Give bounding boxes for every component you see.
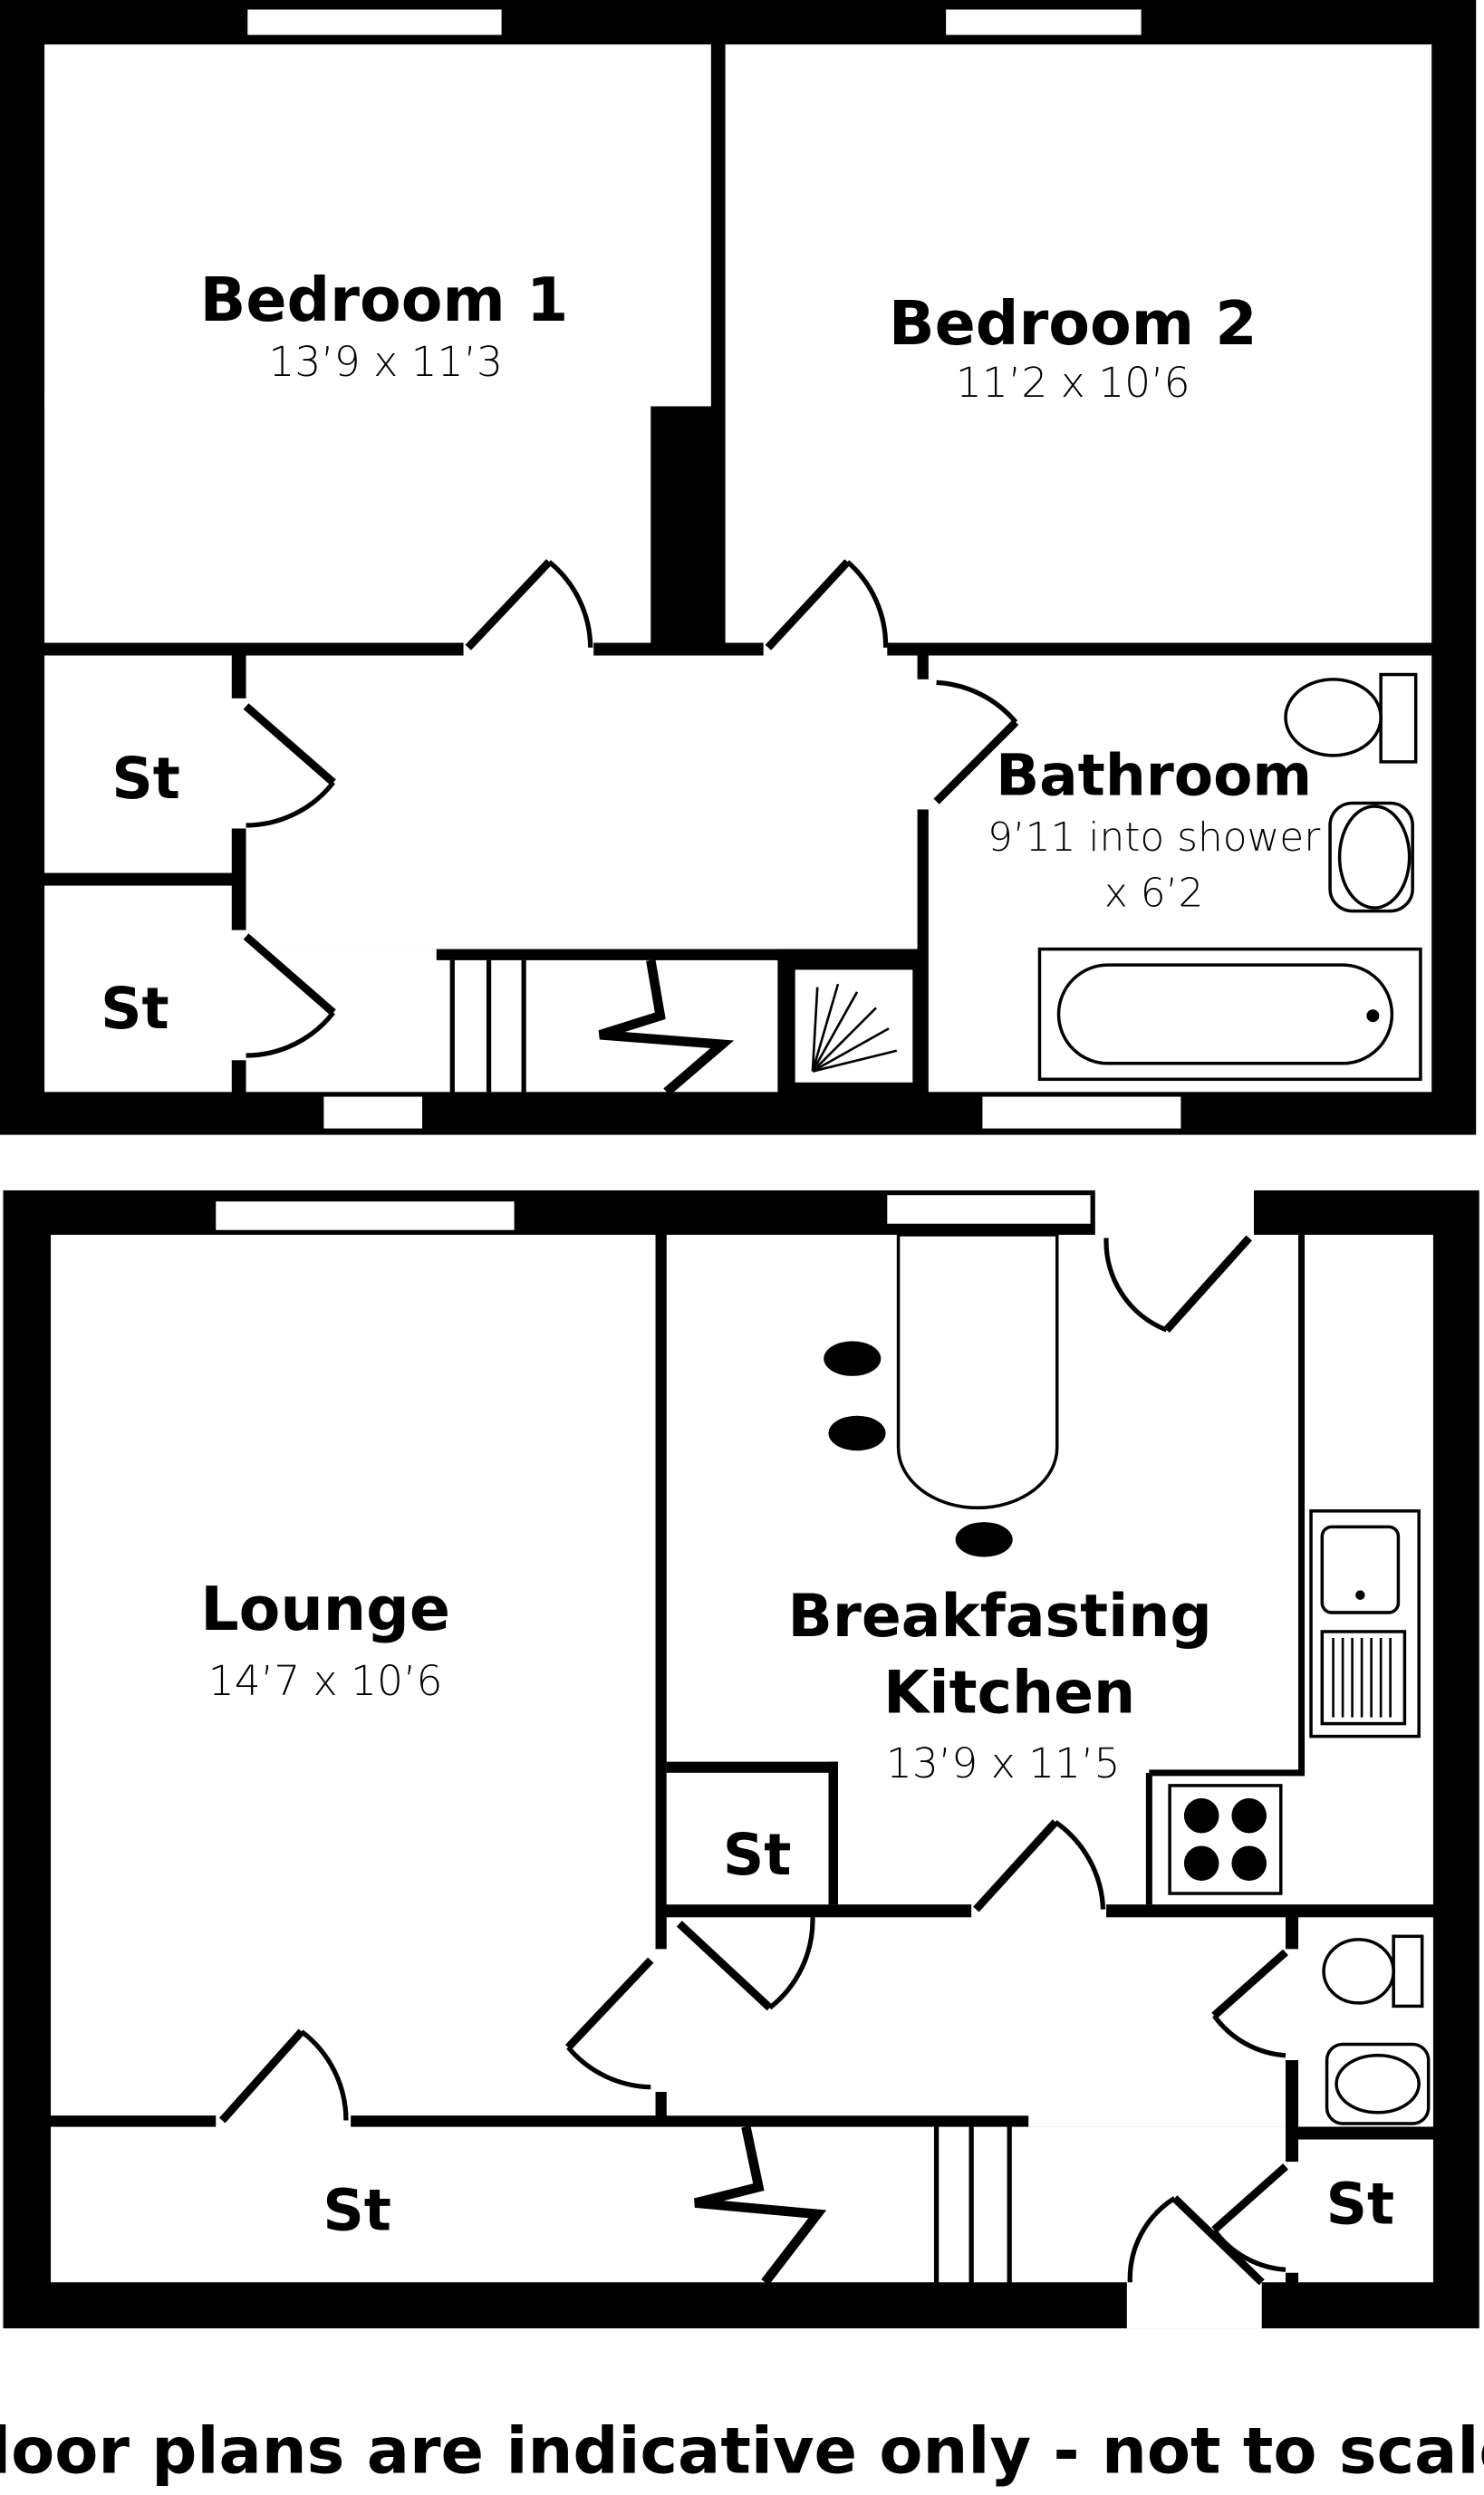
- kitchen-storage-area: [666, 1772, 829, 1905]
- window: [320, 1093, 426, 1132]
- hallway-area: [666, 1917, 1286, 2127]
- door-kitchen-storage[interactable]: [676, 1917, 815, 2011]
- bedroom-1-area: [44, 44, 711, 407]
- lounge-area: [51, 1234, 656, 2116]
- room-dimensions: x 6’2: [1104, 870, 1203, 916]
- ground-floor-plan: Lounge 14’7 x 10’6 Breakfasting Kitchen …: [3, 1187, 1479, 2329]
- room-dimensions: 14’7 x 10’6: [208, 1657, 443, 1705]
- storage-2-area: [44, 885, 232, 1093]
- door-back[interactable]: [1103, 1235, 1252, 1334]
- door-kitchen[interactable]: [973, 1819, 1106, 1912]
- landing-area: [246, 655, 918, 949]
- room-name: Bedroom 2: [889, 288, 1258, 359]
- door-storage-2[interactable]: [243, 933, 336, 1058]
- room-name: Bedroom 1: [200, 265, 569, 335]
- window: [978, 1093, 1184, 1132]
- room-dimensions: 13’9 x 11’5: [886, 1739, 1121, 1787]
- room-name: St: [101, 975, 169, 1042]
- sink-icon: [1309, 1509, 1421, 1739]
- room-dimensions: 13’9 x 11’3: [268, 338, 503, 386]
- door-wc[interactable]: [1211, 1949, 1288, 2058]
- window: [883, 1191, 1094, 1228]
- room-name: Breakfasting: [788, 1583, 1212, 1651]
- upper-floor-plan: Bedroom 1 13’9 x 11’3 Bedroom 2 11’2 x 1…: [0, 0, 1477, 1135]
- door-lounge[interactable]: [218, 2028, 349, 2124]
- room-dimensions: 9’11 into shower: [988, 814, 1320, 861]
- room-name: St: [323, 2176, 391, 2243]
- storage-corner-area: [1298, 2139, 1433, 2283]
- room-name: St: [723, 1821, 792, 1888]
- room-dimensions: 11’2 x 10’6: [956, 359, 1190, 407]
- bath-icon: [1037, 947, 1422, 1082]
- basin-icon: [1328, 801, 1414, 913]
- breakfast-bar-icon: [824, 1233, 1059, 1557]
- door-bathroom[interactable]: [933, 679, 1019, 804]
- room-name: Bathroom: [996, 742, 1312, 809]
- understairs-storage-area: [51, 2126, 1286, 2283]
- door-bedroom-1[interactable]: [465, 559, 593, 650]
- toilet-icon: [1284, 672, 1418, 764]
- room-name: St: [111, 745, 180, 812]
- staircase-ground: [694, 2125, 1012, 2294]
- window: [244, 6, 506, 39]
- storage-1-area: [44, 655, 232, 873]
- toilet-icon: [1322, 1934, 1424, 2009]
- cooker-icon: [1168, 1784, 1283, 1895]
- door-storage-1[interactable]: [243, 703, 336, 828]
- basin-icon: [1325, 2042, 1431, 2125]
- window: [212, 1198, 518, 1234]
- shower-tray-icon: [792, 966, 916, 1086]
- room-name: St: [1326, 2170, 1395, 2237]
- bedroom-2-area: [725, 44, 1432, 643]
- room-name: Kitchen: [883, 1659, 1135, 1727]
- door-lounge-hall[interactable]: [564, 1957, 654, 2090]
- door-bedroom-2[interactable]: [765, 559, 889, 650]
- staircase-upper: [449, 959, 735, 1096]
- door-front[interactable]: [1127, 2195, 1265, 2286]
- disclaimer-footer: Floor plans are indicative only - not to…: [0, 2413, 1484, 2488]
- room-name: Lounge: [200, 1574, 450, 1644]
- window: [942, 6, 1145, 39]
